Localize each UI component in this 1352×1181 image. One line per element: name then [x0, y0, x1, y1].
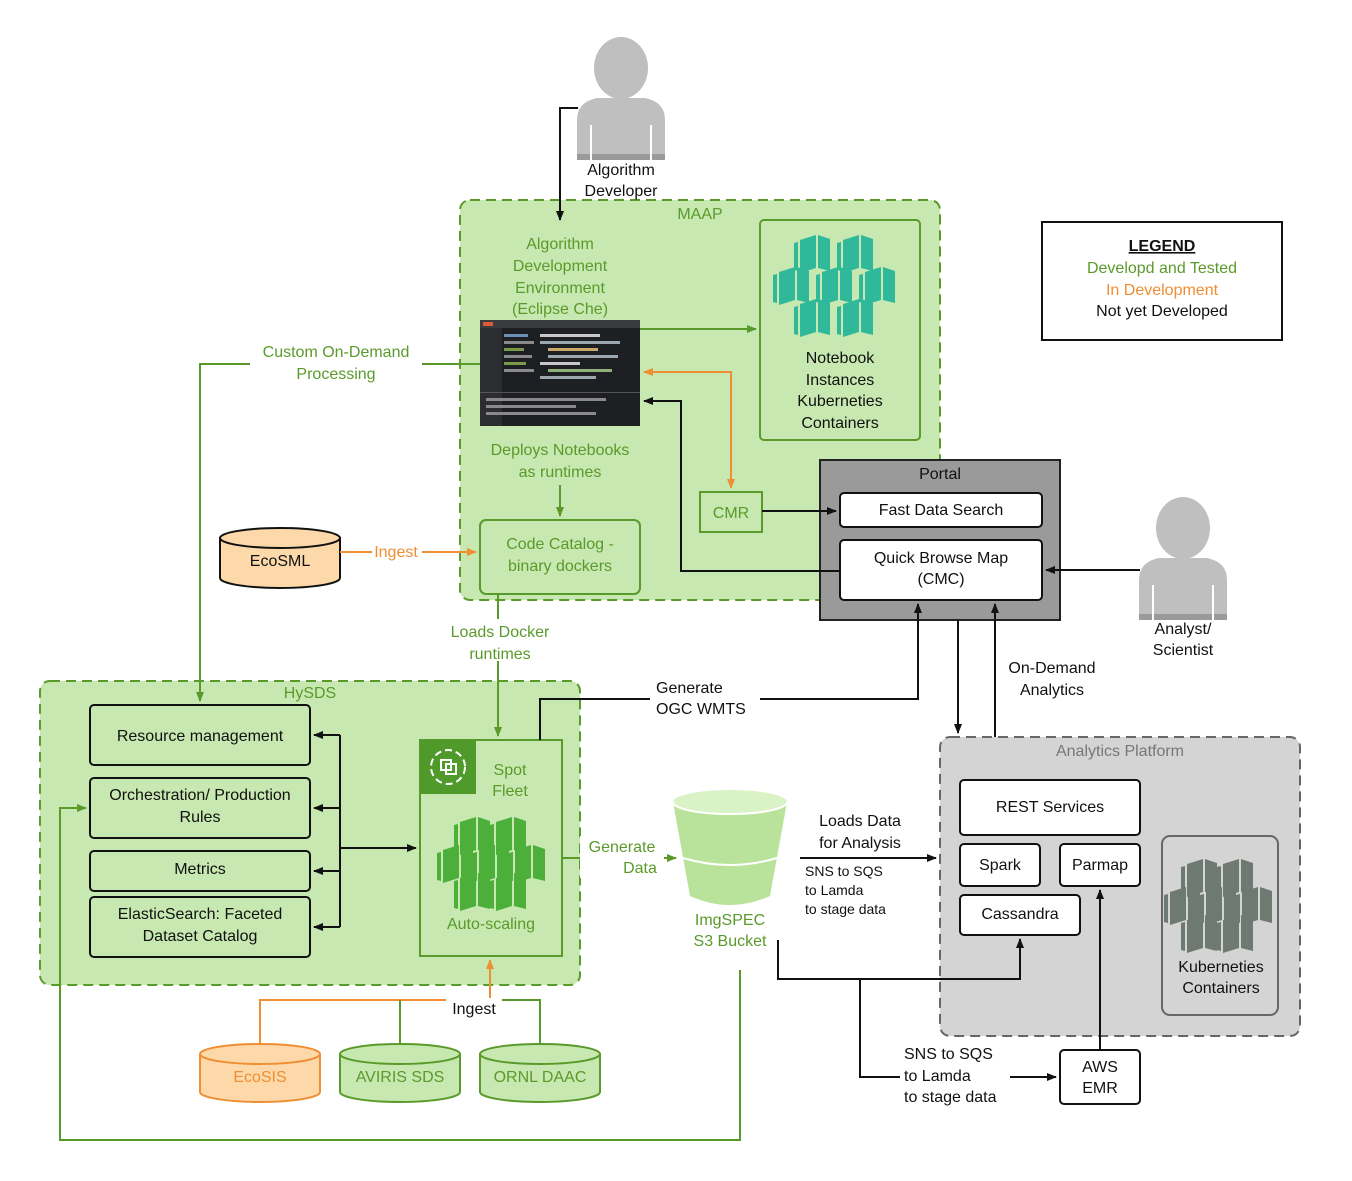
rest-services-label: REST Services — [996, 799, 1104, 816]
custom-processing-label-2: Processing — [296, 366, 375, 383]
maap-title: MAAP — [677, 206, 722, 223]
code-catalog-label-1: Code Catalog - — [506, 536, 614, 553]
notebook-label-1: Notebook — [806, 350, 875, 367]
fast-data-search-box — [839, 492, 1043, 528]
sns-large-label-1: SNS to SQS — [904, 1046, 993, 1063]
legend-not-developed: Not yet Developed — [1096, 303, 1228, 320]
orchestration-label-2: Rules — [180, 809, 221, 826]
ornl-database-icon — [479, 1043, 601, 1103]
generate-data-label-2: Data — [623, 860, 657, 877]
eclipse-che-screenshot — [480, 320, 640, 426]
generate-ogc-label-2: OGC WMTS — [656, 701, 746, 718]
analytics-platform-title: Analytics Platform — [1056, 743, 1184, 760]
fast-data-search-label: Fast Data Search — [879, 502, 1004, 519]
aws-emr-label-1: AWS — [1082, 1059, 1118, 1076]
sns-small-label-3: to stage data — [805, 901, 886, 917]
quick-browse-label-1: Quick Browse Map — [874, 550, 1008, 567]
elasticsearch-box — [89, 896, 311, 958]
ecosml-label: EcoSML — [250, 553, 311, 570]
aviris-label: AVIRIS SDS — [356, 1069, 445, 1086]
aws-emr-label-2: EMR — [1082, 1080, 1118, 1097]
custom-processing-label-1: Custom On-Demand — [263, 344, 410, 361]
analyst-label-1: Analyst/ — [1155, 621, 1212, 638]
bucket-label-2: S3 Bucket — [694, 933, 767, 950]
cmr-label: CMR — [713, 505, 749, 522]
resource-management-label: Resource management — [117, 728, 284, 745]
notebook-label-4: Containers — [801, 415, 878, 432]
legend-developed: Developd and Tested — [1087, 260, 1237, 277]
deploys-label-2: as runtimes — [519, 464, 602, 481]
spot-fleet-icon — [420, 740, 476, 794]
quick-browse-box — [839, 539, 1043, 601]
orchestration-label-1: Orchestration/ Production — [109, 787, 290, 804]
loads-docker-label-1: Loads Docker — [451, 624, 550, 641]
code-catalog-label-2: binary dockers — [508, 558, 612, 575]
metrics-label: Metrics — [174, 861, 226, 878]
ade-label-2: Development — [513, 258, 608, 275]
on-demand-analytics-label-1: On-Demand — [1008, 660, 1095, 677]
auto-scaling-label: Auto-scaling — [447, 916, 535, 933]
legend-box — [1041, 221, 1283, 341]
portal-title: Portal — [919, 466, 961, 483]
sns-large-label-3: to stage data — [904, 1089, 997, 1106]
s3-bucket-icon — [672, 790, 788, 905]
bucket-label-1: ImgSPEC — [695, 912, 765, 929]
analyst-person-icon — [1139, 497, 1227, 620]
hysds-title: HySDS — [284, 685, 336, 702]
parmap-label: Parmap — [1072, 857, 1128, 874]
notebook-label-3: Kuberneties — [797, 393, 882, 410]
spark-label: Spark — [979, 857, 1022, 874]
ade-label-1: Algorithm — [526, 236, 594, 253]
ecosml-database-icon — [219, 527, 341, 589]
ecosis-label: EcoSIS — [233, 1069, 286, 1086]
generate-data-label-1: Generate — [589, 839, 656, 856]
k8s-label-1: Kuberneties — [1178, 959, 1263, 976]
rest-services-box — [959, 779, 1141, 836]
spot-fleet-label-2: Fleet — [492, 783, 528, 800]
developer-label-2: Developer — [585, 183, 659, 200]
k8s-label-2: Containers — [1182, 980, 1259, 997]
ade-label-4: (Eclipse Che) — [512, 301, 608, 318]
orchestration-box — [89, 777, 311, 839]
sns-large-label-2: to Lamda — [904, 1068, 971, 1085]
analyst-label-2: Scientist — [1153, 642, 1214, 659]
code-catalog-box — [479, 519, 641, 595]
ade-label-3: Environment — [515, 280, 605, 297]
ingest-ecosml-label: Ingest — [374, 544, 418, 561]
loads-data-label-2: for Analysis — [819, 835, 901, 852]
sns-small-label-2: to Lamda — [805, 882, 864, 898]
legend-title: LEGEND — [1129, 238, 1196, 255]
legend-in-development: In Development — [1106, 282, 1219, 299]
loads-data-label-1: Loads Data — [819, 813, 901, 830]
generate-ogc-label-1: Generate — [656, 680, 723, 697]
loads-docker-label-2: runtimes — [469, 646, 530, 663]
cassandra-label: Cassandra — [981, 906, 1058, 923]
cmr-box — [699, 491, 763, 533]
cassandra-box — [959, 894, 1081, 936]
elasticsearch-label-1: ElasticSearch: Faceted — [118, 906, 283, 923]
spark-box — [959, 843, 1041, 887]
resource-management-box — [89, 704, 311, 766]
aviris-database-icon — [339, 1043, 461, 1103]
elasticsearch-label-2: Dataset Catalog — [143, 928, 258, 945]
sns-small-label-1: SNS to SQS — [805, 863, 883, 879]
notebook-label-2: Instances — [806, 372, 874, 389]
developer-label-1: Algorithm — [587, 162, 655, 179]
spot-fleet-label-1: Spot — [494, 762, 527, 779]
metrics-box — [89, 850, 311, 892]
deploys-label-1: Deploys Notebooks — [491, 442, 630, 459]
quick-browse-label-2: (CMC) — [917, 571, 964, 588]
developer-person-icon — [577, 37, 665, 160]
parmap-box — [1059, 843, 1141, 887]
ecosis-database-icon — [199, 1043, 321, 1103]
on-demand-analytics-label-2: Analytics — [1020, 682, 1084, 699]
ingest-sources-label: Ingest — [452, 1001, 496, 1018]
ornl-label: ORNL DAAC — [494, 1069, 587, 1086]
